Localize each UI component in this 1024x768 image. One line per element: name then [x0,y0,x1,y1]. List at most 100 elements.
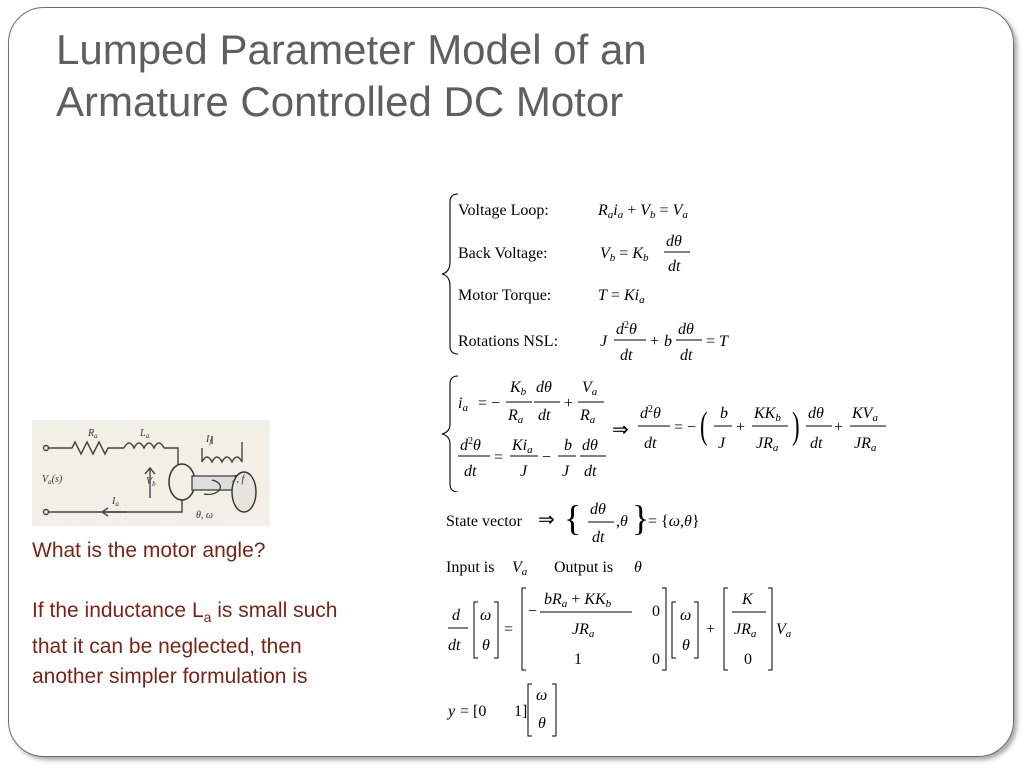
svg-text:dθ: dθ [582,437,598,454]
svg-text:Kb: Kb [509,379,527,398]
svg-text:y: y [446,703,456,720]
svg-text:b: b [564,437,572,454]
svg-text:JRa: JRa [572,621,595,640]
svg-text:dθ: dθ [808,405,824,422]
motor-angle-question: What is the motor angle? [32,539,266,562]
svg-text:+: + [706,621,715,638]
svg-text:1]: 1] [514,703,527,720]
svg-text:dt: dt [680,347,693,364]
motor-circuit-diagram: Ra La If Vb Va(s) Ia J, f θ, ω [32,420,270,526]
svg-text:=: = [494,449,503,466]
svg-text:J: J [520,463,528,480]
svg-text:b: b [720,405,728,422]
svg-text:): ) [792,404,800,446]
title-line-1: Lumped Parameter Model of an [56,26,647,73]
svg-text:dt: dt [644,435,657,452]
svg-text:J: J [562,463,570,480]
svg-text:ω: ω [680,607,691,624]
label-jf: J, f [232,474,245,485]
svg-text:dt: dt [668,258,681,275]
slide-frame [8,7,1014,757]
svg-text:KKb: KKb [753,405,781,424]
svg-text:d2θ: d2θ [616,320,637,338]
svg-text:+: + [650,333,659,350]
svg-text:= {ω,θ}: = {ω,θ} [648,513,700,530]
svg-text:ω: ω [480,607,491,624]
state-vector-eq: State vector ⇒ { dθ dt ,θ } = {ω,θ} [446,498,700,546]
svg-text:bRa + KKb: bRa + KKb [544,591,612,610]
output-eq: y = [0 1] ω θ [446,683,557,737]
svg-text:+: + [736,419,745,436]
svg-text:{: { [564,498,581,538]
input-label: Input is [446,559,494,576]
label-ra: Ra [87,428,98,440]
svg-text:Kia: Kia [511,437,533,456]
svg-text:θ: θ [682,637,690,654]
svg-text:b: b [664,333,672,350]
svg-text:= T: = T [706,333,729,350]
back-voltage-eq: Vb = Kb [600,245,649,264]
svg-text:d2θ: d2θ [460,436,481,454]
svg-text:ia: ia [458,395,468,414]
svg-text:dt: dt [592,529,605,546]
label-vas: Va(s) [42,474,63,486]
motor-torque-eq: T = Kia [598,287,645,306]
svg-text:JRa: JRa [756,435,779,454]
svg-text:d2θ: d2θ [640,404,661,422]
svg-text:−: − [542,449,551,466]
svg-text:⇒: ⇒ [538,509,555,531]
svg-text:dθ: dθ [536,379,552,396]
inductance-note: If the inductance La is small such that … [32,599,338,689]
svg-text:θ: θ [482,637,490,654]
svg-text:+: + [564,395,573,412]
svg-text:d: d [452,607,461,624]
svg-text:0: 0 [652,603,660,620]
svg-text:JRa: JRa [854,435,877,454]
svg-text:0: 0 [652,651,660,668]
label-if: If [205,434,212,446]
svg-text:dt: dt [584,463,597,480]
svg-text:J: J [600,333,608,350]
svg-text:dθ: dθ [678,321,694,338]
svg-text:= −: = − [674,419,696,436]
svg-text:Ra: Ra [507,407,524,426]
svg-text:−: − [528,603,537,620]
svg-text:⇒: ⇒ [612,419,629,441]
equation-system-2: ia = − Kb Ra dθ dt + Va Ra d2θ dt = Kia … [441,375,886,492]
label-ia: Ia [111,496,119,508]
svg-text:Va: Va [776,621,792,640]
label-theta-omega: θ, ω [196,510,213,521]
svg-text:Va: Va [512,559,528,578]
voltage-loop-eq: Raia + Vb = Va [597,202,688,221]
svg-text:dt: dt [620,347,633,364]
svg-text:ω: ω [536,687,547,704]
rotations-label: Rotations NSL: [458,333,558,350]
svg-text:JRa: JRa [734,621,757,640]
equation-system-1: Voltage Loop: Raia + Vb = Va Back Voltag… [441,193,729,364]
svg-text:0: 0 [744,651,752,668]
state-space-eq: d dt ω θ = − bRa + KKb JRa 0 1 0 ω θ + K… [448,587,792,671]
state-vector-label: State vector [446,513,523,530]
svg-text:+: + [834,419,843,436]
back-voltage-label: Back Voltage: [458,245,548,262]
label-vb: Vb [146,476,156,488]
svg-text:= [0: = [0 [460,703,486,720]
svg-text:=: = [504,621,513,638]
svg-text:dt: dt [538,407,551,424]
svg-text:KVa: KVa [851,405,878,424]
svg-text:dθ: dθ [666,233,682,250]
input-output-line: Input is Va Output is θ [446,559,642,578]
slide-title: Lumped Parameter Model of an Armature Co… [56,24,776,128]
svg-text:Va: Va [582,379,598,398]
svg-text:}: } [632,498,649,538]
svg-text:K: K [741,591,754,608]
voltage-loop-label: Voltage Loop: [458,202,549,219]
svg-text:1: 1 [574,651,582,668]
label-la: La [139,428,150,440]
svg-text:dt: dt [464,463,477,480]
svg-text:(: ( [700,404,708,446]
svg-text:J: J [718,435,726,452]
motor-torque-label: Motor Torque: [458,287,551,304]
svg-text:= −: = − [478,395,500,412]
svg-text:,θ: ,θ [616,513,628,530]
